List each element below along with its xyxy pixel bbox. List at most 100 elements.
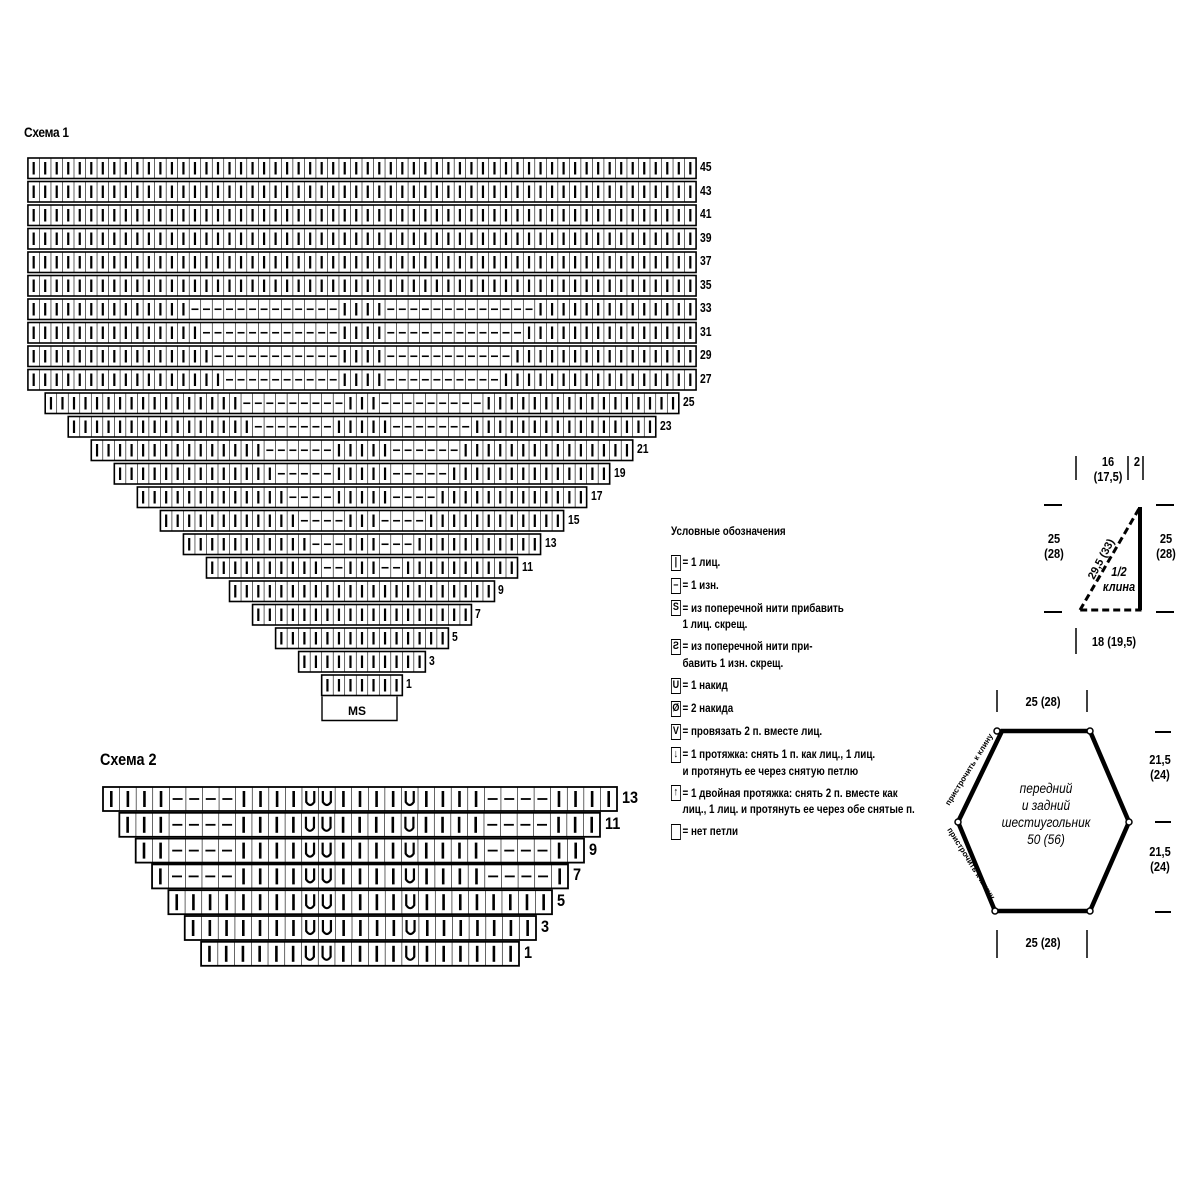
schema1-row-frame — [159, 509, 565, 532]
hexagon-shape — [954, 690, 1171, 958]
schema1-row — [182, 533, 542, 556]
legend-text: = 1 лиц. — [682, 555, 721, 569]
schema1-row-frame — [67, 415, 657, 438]
schema2-grid — [102, 786, 618, 967]
hex-right-upper-dim: 21,5(24) — [1149, 752, 1171, 782]
hexagon-corner-marker — [1086, 907, 1094, 915]
yarn-over-mark — [405, 894, 416, 910]
schema2-row — [118, 811, 601, 838]
schema1-row — [27, 298, 697, 321]
yarn-over-mark — [321, 816, 332, 832]
schema2-row-label: 9 — [589, 839, 598, 859]
schema1-row-label: 15 — [567, 511, 580, 527]
yarn-over-mark — [321, 842, 332, 858]
yarn-over-mark — [321, 791, 332, 807]
legend-symbol-icon — [671, 824, 681, 841]
schema1-row — [27, 227, 697, 250]
yarn-over-mark — [321, 868, 332, 884]
schema2-title: Схема 2 — [100, 750, 157, 769]
legend-item: Ƨ= из поперечной нити при-бавить 1 изн. … — [671, 638, 917, 671]
schema1-row-frame — [320, 674, 404, 697]
legend-item: |= 1 лиц. — [671, 554, 917, 571]
schema2-row — [167, 889, 553, 916]
schema1-row-frame — [113, 462, 611, 485]
schema2-row-label: 5 — [557, 891, 566, 911]
yarn-over-mark — [404, 816, 415, 832]
hexagon-corner-marker — [954, 818, 962, 826]
yarn-over-mark — [404, 868, 416, 884]
legend-text: = из поперечной нити при- — [682, 639, 813, 654]
schema1-row-frame — [251, 603, 473, 626]
schema1-row — [27, 204, 697, 227]
schema1-row-frame — [228, 580, 496, 603]
schema1-row-label: 43 — [700, 182, 712, 198]
legend-symbol-icon: ↑ — [671, 785, 681, 802]
schema1-row — [27, 157, 697, 180]
yarn-over-mark — [404, 791, 415, 807]
legend-item: V= провязать 2 п. вместе лиц. — [671, 723, 917, 740]
legend-text: = нет петли — [682, 824, 739, 839]
wedge-top-dim: 16(17,5) — [1093, 454, 1123, 484]
schema1-row — [27, 180, 697, 203]
legend-symbol-icon: ↓ — [671, 746, 681, 763]
schema1-title: Схема 1 — [24, 124, 69, 140]
legend-item: ↓= 1 протяжка: снять 1 п. как лиц., 1 ли… — [671, 746, 917, 779]
schema2-row-label: 7 — [573, 865, 582, 885]
legend-text: бавить 1 изн. скрещ. — [682, 656, 784, 671]
schema1-row-label: 41 — [700, 206, 712, 221]
schema1-row — [67, 415, 657, 438]
legend-symbol-icon: Ƨ — [671, 639, 681, 656]
yarn-over-mark — [305, 894, 316, 910]
schema2-row-frame — [200, 940, 520, 967]
yarn-over-mark — [304, 945, 315, 961]
yarn-over-mark — [405, 945, 416, 961]
schema1-row — [205, 556, 519, 579]
schema2-row — [102, 786, 618, 812]
yarn-over-mark — [321, 920, 333, 936]
schema1-row-label: 37 — [700, 253, 712, 268]
legend-text: 1 лиц. скрещ. — [682, 617, 748, 632]
schema1-row — [159, 509, 565, 532]
schema2-row-frame — [183, 915, 537, 941]
legend-text: = провязать 2 п. вместе лиц. — [682, 723, 823, 738]
schema1-row-label: 31 — [700, 323, 712, 339]
schema1-row-label: 21 — [636, 441, 649, 456]
schema2-row-frame — [134, 837, 585, 864]
schema2-row-frame — [118, 811, 601, 838]
legend-text: = 2 накида — [682, 701, 734, 716]
schema1-row-frame — [205, 556, 519, 579]
schema1-row-frame — [274, 627, 450, 650]
schema1-row-label: 27 — [700, 370, 712, 386]
schema1-row — [27, 251, 697, 274]
schema1-row-frame — [182, 533, 542, 556]
legend-item: ↑= 1 двойная протяжка: снять 2 п. вместе… — [671, 785, 917, 818]
wedge-right-dim: 25(28) — [1156, 531, 1176, 561]
legend-item: Ø= 2 накида — [671, 700, 917, 717]
schema1-row-frame — [90, 439, 634, 462]
schema2-row-frame — [167, 889, 553, 916]
hexagon-corner-marker — [1086, 727, 1094, 735]
yarn-over-mark — [304, 816, 316, 832]
legend-symbol-icon: – — [671, 577, 681, 594]
schema1-row — [274, 627, 450, 650]
schema1-row-label: 33 — [700, 300, 712, 315]
schema1-row — [251, 603, 473, 626]
schema2-row — [134, 837, 585, 864]
legend-symbol-icon: | — [671, 554, 681, 571]
legend: Условные обозначения |= 1 лиц. –= 1 изн. S… — [671, 524, 971, 846]
schema1-row — [228, 580, 496, 603]
legend-item: –= 1 изн. — [671, 577, 917, 594]
hex-top-dim: 25 (28) — [1025, 694, 1061, 709]
schema1-row-frame — [297, 650, 427, 673]
legend-text: = 1 протяжка: снять 1 п. как лиц., 1 лиц… — [682, 746, 876, 761]
legend-heading: Условные обозначения — [671, 524, 786, 538]
schema1-row-label: 39 — [700, 229, 712, 245]
schema2-row-label: 13 — [622, 788, 639, 807]
schema2-row-label: 3 — [541, 917, 550, 936]
schema2-row — [151, 863, 569, 890]
schema1-row — [27, 368, 697, 391]
schema1-row — [297, 650, 427, 673]
yarn-over-mark — [304, 842, 316, 858]
schema1-grid — [27, 157, 697, 697]
